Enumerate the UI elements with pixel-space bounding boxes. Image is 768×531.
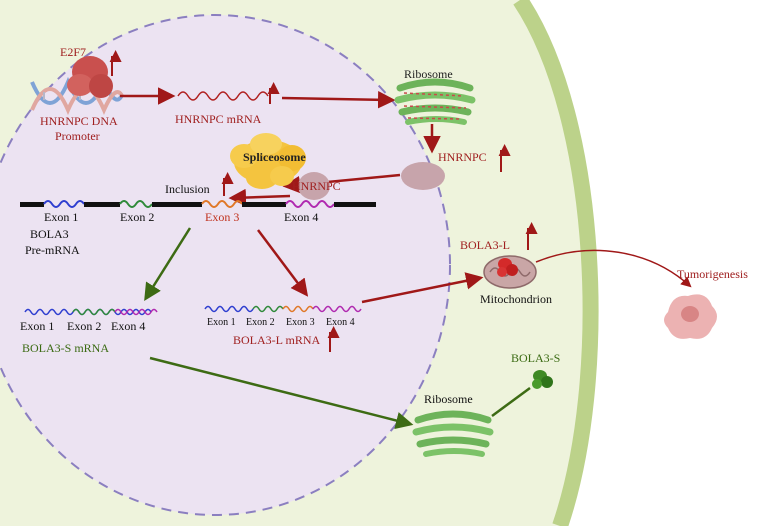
promoter-label-line1: HNRNPC DNA xyxy=(40,114,118,128)
ribosome-bottom-label: Ribosome xyxy=(424,392,473,406)
e2f7-protein-icon xyxy=(67,56,113,98)
bola3-s-exon2-segment xyxy=(72,308,116,316)
hnrnpc-protein-icon xyxy=(401,162,445,190)
tumor-cell-icon xyxy=(664,294,717,339)
s-exon4-label: Exon 4 xyxy=(111,319,145,333)
bola3-l-exon3-segment xyxy=(282,305,314,313)
bola3-s-export-arrow xyxy=(149,356,414,430)
hnrnpc-nuclear-protein-icon xyxy=(298,172,330,200)
inclusion-splicing-arrow xyxy=(257,229,309,297)
pre-mrna-label: Pre-mRNA xyxy=(25,243,80,257)
s-exon2-label: Exon 2 xyxy=(67,319,101,333)
ribosome-top-label: Ribosome xyxy=(404,67,453,81)
hnrnpc-nuc-label: HNRNPC xyxy=(292,179,341,193)
bola3-l-mrna-label: BOLA3-L mRNA xyxy=(233,333,321,347)
l-exon3-label: Exon 3 xyxy=(286,317,315,328)
tumorigenesis-label: Tumorigenesis xyxy=(677,267,748,281)
ribosome-top-icon xyxy=(394,78,476,125)
bola3-s-label: BOLA3-S xyxy=(511,351,560,365)
exon3-label: Exon 3 xyxy=(205,210,239,224)
l-exon1-label: Exon 1 xyxy=(207,317,236,328)
hnrnpc-cyto-label: HNRNPC xyxy=(438,150,487,164)
l-exon2-label: Exon 2 xyxy=(246,317,275,328)
bola3-s-mrna-label: BOLA3-S mRNA xyxy=(22,341,109,355)
cell-membrane xyxy=(513,0,599,529)
spliceosome-icon xyxy=(230,133,306,189)
nucleus xyxy=(0,14,451,516)
export-arrow xyxy=(281,90,396,109)
skipping-arrow xyxy=(144,227,192,301)
ribosome-bottom-icon xyxy=(412,410,494,457)
bola3-pre-mrna-strand xyxy=(20,200,376,208)
bola3-s-translation-arrow xyxy=(491,386,531,418)
mitochondrion-label: Mitochondrion xyxy=(480,292,552,306)
bola3-l-exon2-segment xyxy=(252,305,284,313)
exon4-label: Exon 4 xyxy=(284,210,318,224)
mito-import-arrow xyxy=(361,272,484,304)
inclusion-label: Inclusion xyxy=(165,182,210,196)
bola3-l-mrna-strand xyxy=(204,305,254,313)
spliceosome-label: Spliceosome xyxy=(243,150,306,164)
promoter-label-line2: Promoter xyxy=(55,129,100,143)
bola3-l-exon4-segment xyxy=(312,305,362,313)
bola3-s-exon4-segment xyxy=(114,308,158,316)
bola3-l-label: BOLA3-L xyxy=(460,238,510,252)
l-exon4-label: Exon 4 xyxy=(326,317,355,328)
inclusion-arrow xyxy=(228,188,291,207)
exon1-label: Exon 1 xyxy=(44,210,78,224)
bola3-s-protein-icon xyxy=(532,370,553,389)
s-exon1-label: Exon 1 xyxy=(20,319,54,333)
hnrnpc-mrna-strand xyxy=(177,91,269,101)
e2f7-label: E2F7 xyxy=(60,45,86,59)
tumorigenesis-arrow xyxy=(535,249,692,288)
bola3-label: BOLA3 xyxy=(30,227,69,241)
extracellular-space xyxy=(520,0,768,526)
hnrnpc-mrna-label: HNRNPC mRNA xyxy=(175,112,262,126)
bola3-l-protein-icon xyxy=(497,258,518,277)
exon2-label: Exon 2 xyxy=(120,210,154,224)
